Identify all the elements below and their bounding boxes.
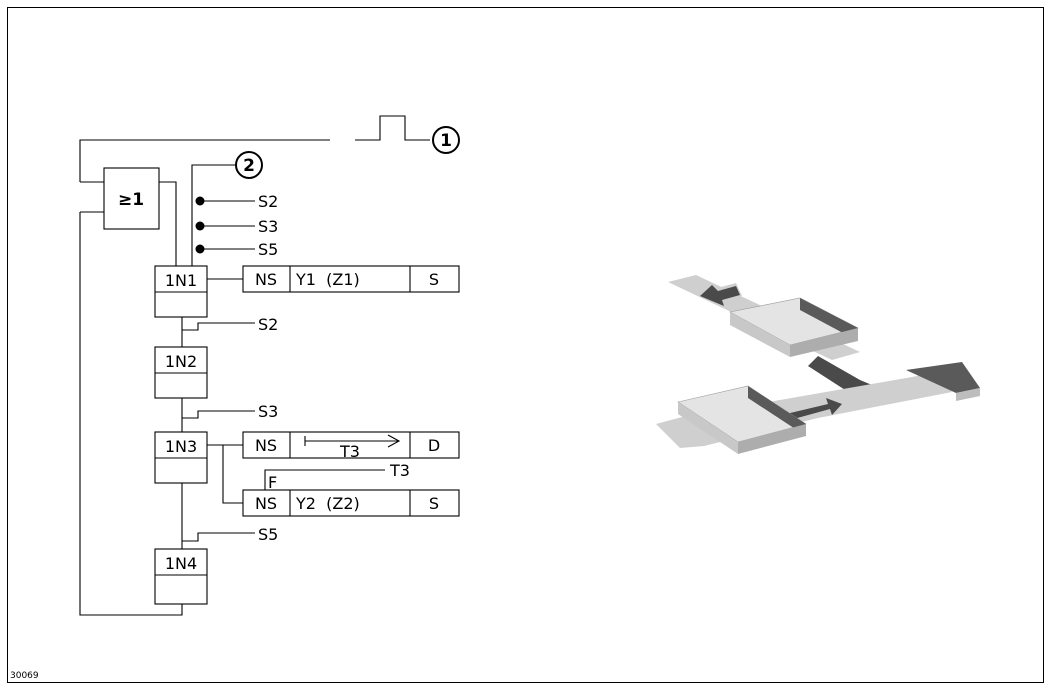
- end-block-top: [906, 362, 980, 393]
- lower-block-stripe: [748, 386, 806, 436]
- or-output: [159, 181, 177, 266]
- step-1n2-label: 1N2: [165, 352, 197, 371]
- action-t3-flag: D: [428, 436, 440, 455]
- upper-block-side: [790, 328, 858, 357]
- arrow-up-icon: [700, 285, 740, 306]
- action-y1-name: Y1 (Z1): [295, 270, 360, 289]
- upper-block-front: [730, 312, 790, 357]
- step-1n3-label: 1N3: [165, 437, 197, 456]
- action-y2-name: Y2 (Z2): [295, 494, 360, 513]
- or-gate: [103, 167, 160, 230]
- transition-s2-line: [182, 322, 255, 331]
- action-y2-flag: S: [429, 494, 439, 513]
- or-input-2-loop: [79, 212, 183, 616]
- condition-label-s5: S5: [258, 240, 278, 259]
- action-y2: NS Y2 (Z2) S: [242, 489, 460, 517]
- machine-illustration: [656, 275, 980, 454]
- arrow-right-icon: [786, 398, 842, 420]
- transition-s5-line: [182, 532, 255, 542]
- timer-arrow-icon: [304, 434, 401, 448]
- feedback-signal: T3: [389, 461, 410, 480]
- callout-1-label: 1: [440, 131, 452, 151]
- transition-s3-label: S3: [258, 402, 278, 421]
- transition-s2-label: S2: [258, 315, 278, 334]
- figure-id: 30069: [10, 671, 39, 681]
- callout-2-circle: [235, 151, 263, 179]
- action-t3-box: [242, 431, 460, 459]
- feedback-t3-line: [264, 469, 385, 490]
- callout-1-circle: [432, 126, 460, 154]
- action-t3: NS T3 D: [242, 431, 460, 461]
- step-1n1-label: 1N1: [165, 271, 197, 290]
- step-1n4: [154, 548, 208, 605]
- action-y1-box: [242, 265, 460, 293]
- pulse-line-left: [79, 139, 330, 182]
- end-block-side: [956, 388, 980, 401]
- sequence-chart: 1 ≥1 2 S2 S3 S5 1N1 NS Y1 (Z1): [79, 115, 460, 616]
- step-1n4-label: 1N4: [165, 554, 197, 573]
- action-t3-timer: T3: [339, 442, 360, 461]
- upper-block-stripe: [800, 298, 858, 341]
- transition-s3-line: [182, 410, 255, 419]
- or-gate-label: ≥1: [118, 190, 144, 210]
- action-y1-flag: S: [429, 270, 439, 289]
- pulse-signal: [355, 115, 430, 141]
- action-t3-qualifier: NS: [255, 436, 277, 455]
- figure-border: [7, 7, 1044, 683]
- condition-label-s3: S3: [258, 217, 278, 236]
- transition-s5-label: S5: [258, 525, 278, 544]
- callout-2-label: 2: [243, 156, 255, 176]
- action-y1-qualifier: NS: [255, 270, 277, 289]
- action-y2-link: [222, 445, 243, 504]
- lower-block-side: [738, 424, 806, 454]
- action-y2-qualifier: NS: [255, 494, 277, 513]
- lower-block-front: [678, 402, 738, 454]
- condition-label-s2: S2: [258, 192, 278, 211]
- action-y1: NS Y1 (Z1) S: [242, 265, 460, 293]
- callout-2-leader: [191, 164, 236, 266]
- action-y2-box: [242, 489, 460, 517]
- feedback-flag: F: [268, 473, 277, 492]
